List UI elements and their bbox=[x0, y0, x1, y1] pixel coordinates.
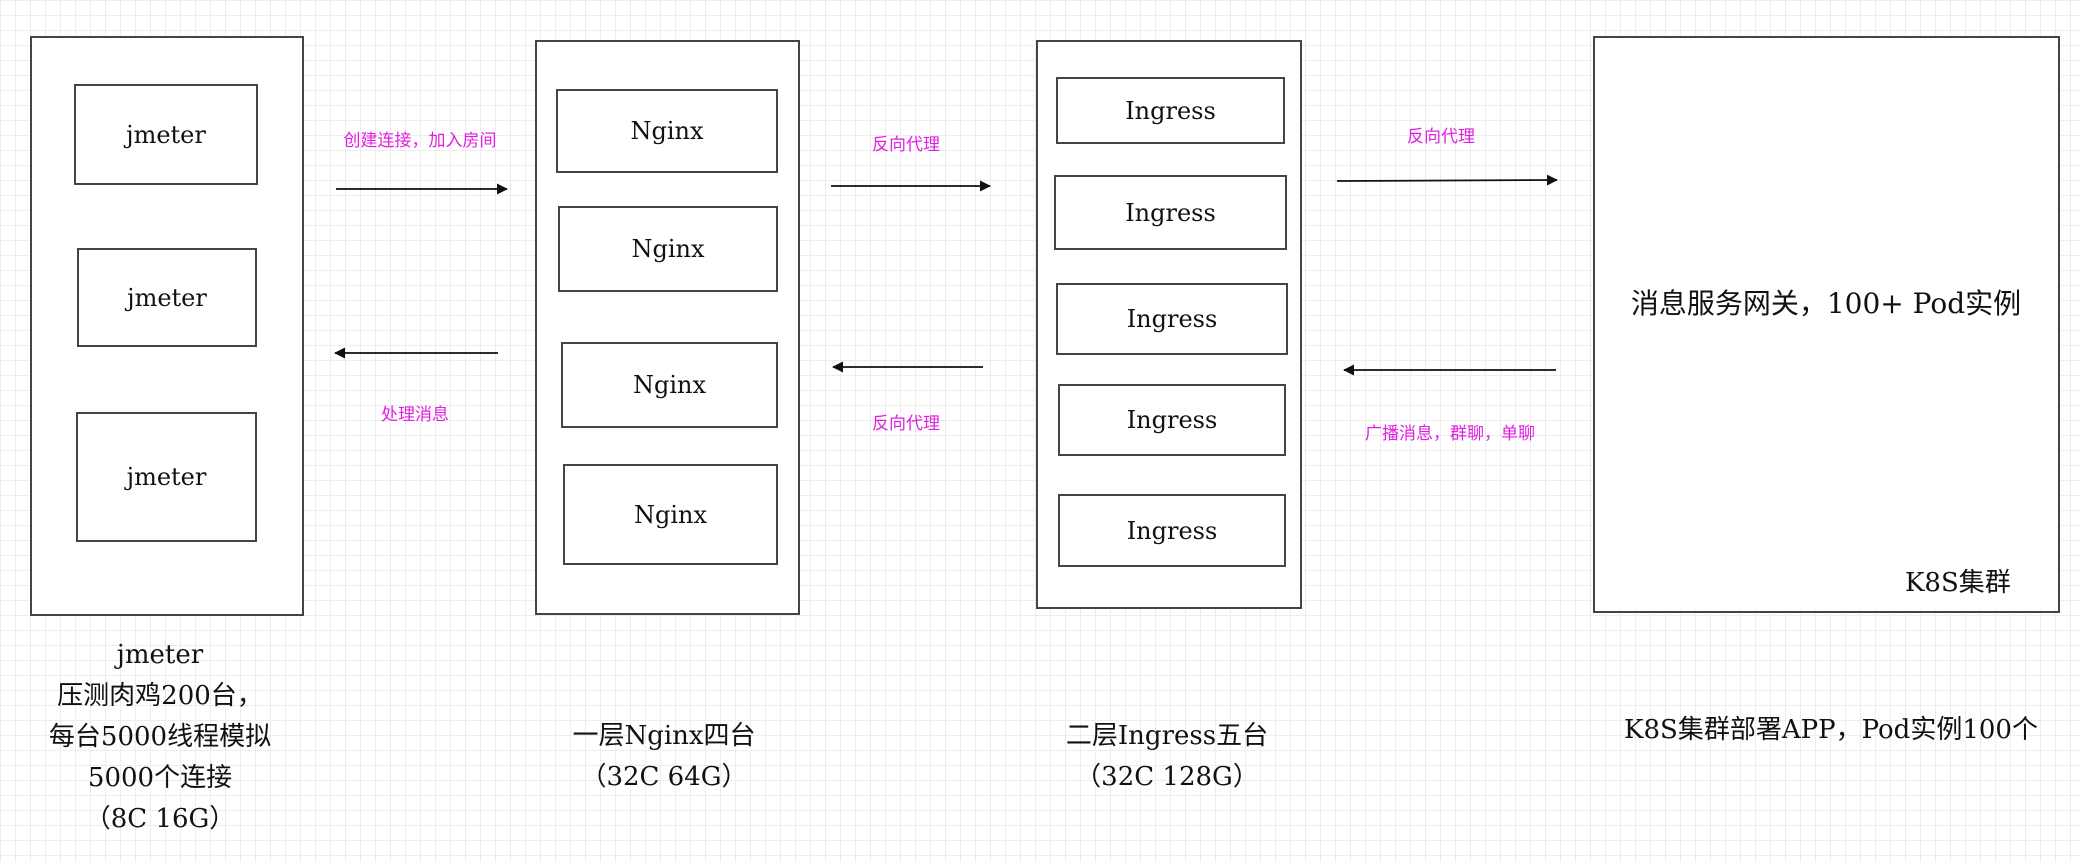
nginx-node-1: Nginx bbox=[556, 89, 778, 173]
ingress-node-3: Ingress bbox=[1056, 283, 1288, 355]
caption-ingress: 二层Ingress五台 （32C 128G） bbox=[1066, 716, 1268, 798]
jmeter-node-1: jmeter bbox=[74, 84, 258, 185]
caption-jmeter-line-2: 压测肉鸡200台， bbox=[57, 681, 263, 711]
k8s-cluster-box bbox=[1593, 36, 2060, 613]
arrow-e5 bbox=[1336, 174, 1558, 186]
caption-k8s: K8S集群部署APP，Pod实例100个 bbox=[1624, 710, 2038, 751]
edge-label-e4: 反向代理 bbox=[872, 414, 940, 434]
k8s-cluster-label: K8S集群 bbox=[1905, 568, 2011, 598]
nginx-node-4: Nginx bbox=[563, 464, 778, 565]
edge-label-e1: 创建连接，加入房间 bbox=[343, 131, 497, 151]
gateway-label: 消息服务网关，100+ Pod实例 bbox=[1630, 287, 2022, 320]
nginx-node-2: Nginx bbox=[558, 206, 778, 292]
caption-nginx-line-2: （32C 64G） bbox=[580, 762, 748, 792]
caption-jmeter: jmeter 压测肉鸡200台， 每台5000线程模拟 5000个连接 （8C … bbox=[49, 635, 271, 840]
ingress-node-2: Ingress bbox=[1054, 175, 1287, 250]
ingress-node-1: Ingress bbox=[1056, 77, 1285, 144]
caption-ingress-line-1: 二层Ingress五台 bbox=[1065, 721, 1269, 751]
caption-jmeter-line-4: 5000个连接 bbox=[87, 763, 233, 793]
ingress-node-5: Ingress bbox=[1058, 494, 1286, 567]
edge-label-e2: 处理消息 bbox=[381, 405, 449, 425]
edge-label-e6: 广播消息，群聊，单聊 bbox=[1365, 424, 1535, 444]
caption-nginx: 一层Nginx四台 （32C 64G） bbox=[572, 716, 755, 798]
jmeter-node-3: jmeter bbox=[76, 412, 257, 542]
jmeter-node-2: jmeter bbox=[77, 248, 257, 347]
caption-k8s-line-1: K8S集群部署APP，Pod实例100个 bbox=[1624, 715, 2038, 745]
nginx-node-3: Nginx bbox=[561, 342, 778, 428]
ingress-node-4: Ingress bbox=[1058, 384, 1286, 456]
edge-label-e5: 反向代理 bbox=[1407, 127, 1475, 147]
caption-jmeter-line-3: 每台5000线程模拟 bbox=[48, 722, 272, 752]
edge-label-e3: 反向代理 bbox=[872, 135, 940, 155]
caption-jmeter-line-1: jmeter bbox=[116, 640, 204, 670]
caption-nginx-line-1: 一层Nginx四台 bbox=[572, 721, 756, 751]
caption-ingress-line-2: （32C 128G） bbox=[1075, 762, 1259, 792]
caption-jmeter-line-5: （8C 16G） bbox=[84, 804, 236, 834]
